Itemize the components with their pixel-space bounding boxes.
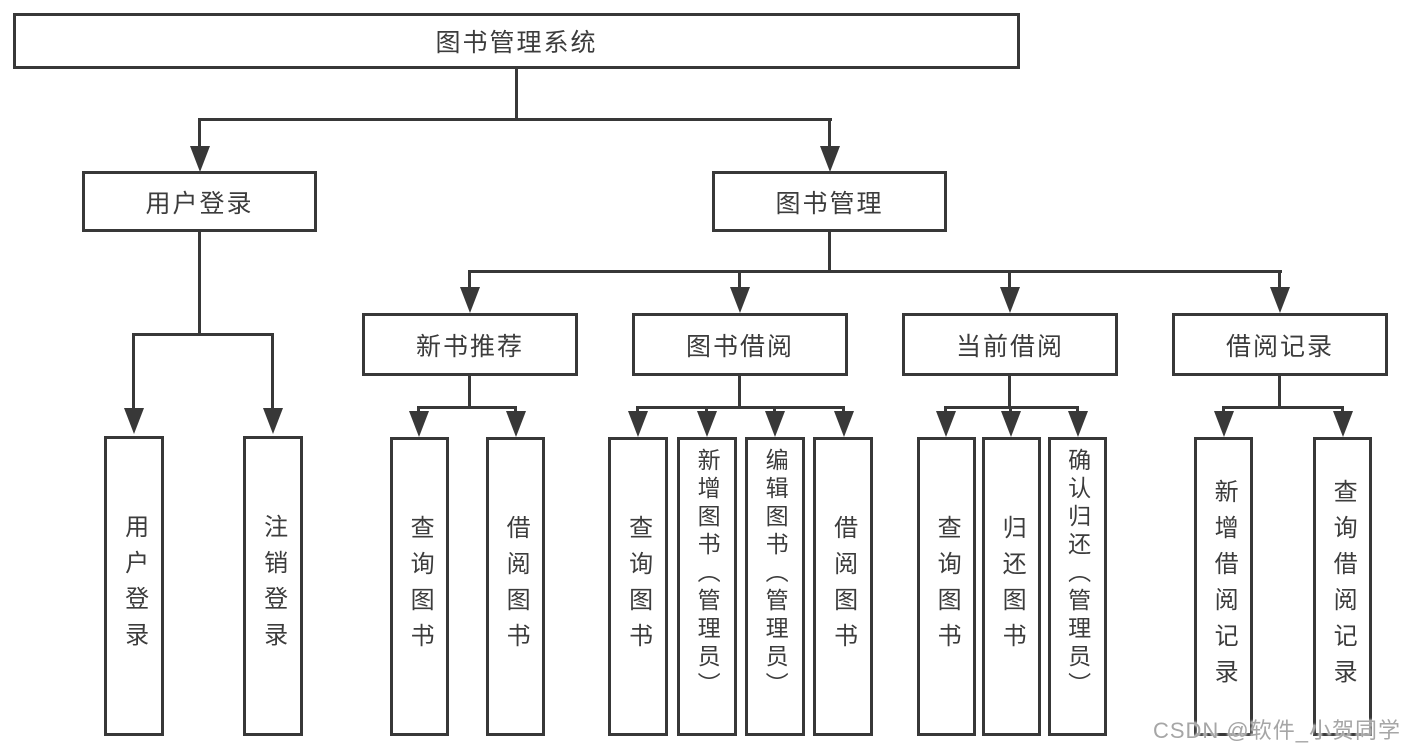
connector-groupD-stem [1278,376,1281,408]
connector-level3-rail [468,270,1282,273]
connector-groupB-drop3 [773,406,776,414]
connector-groupA-drop2 [514,406,517,414]
connector-leaf-logout-drop [271,333,274,410]
connector-level2-rail [198,118,832,121]
leaf-logout: 注销登录 [243,436,303,736]
leaf-return-books: 归还图书 [982,437,1041,736]
leaf-borrow-books-b-label: 借阅图书 [829,514,857,659]
leaf-query-books-a-label: 查询图书 [406,514,434,659]
arrow-down-c3 [1068,411,1088,437]
arrow-down-b2 [697,411,717,437]
connector-groupD-rail [1222,406,1344,409]
leaf-confirm-return-admin-label: 确认归还（管理员） [1064,448,1091,700]
leaf-user-login: 用户登录 [104,436,164,736]
leaf-logout-label: 注销登录 [259,514,287,658]
leaf-query-borrow-record: 查询借阅记录 [1313,437,1372,736]
arrow-down-b1 [628,411,648,437]
csdn-watermark: CSDN @软件_小贺同学 [1152,718,1401,743]
node-new-book-recommendation: 新书推荐 [362,313,578,376]
leaf-add-books-admin-label: 新增图书（管理员） [694,448,721,700]
arrow-down-a1 [409,411,429,437]
node-book-management: 图书管理 [712,171,947,232]
arrow-down-borrow-records [1270,287,1290,313]
node-current-borrowing: 当前借阅 [902,313,1118,376]
arrow-down-c2 [1001,411,1021,437]
leaf-add-borrow-record: 新增借阅记录 [1194,437,1253,736]
connector-new-book-drop [468,270,471,290]
connector-book-borrow-drop [738,270,741,290]
leaf-confirm-return-admin: 确认归还（管理员） [1048,437,1107,736]
arrow-down-new-book-rec [460,287,480,313]
connector-groupB-drop4 [842,406,845,414]
connector-groupC-drop2 [1009,406,1012,414]
connector-user-login-stem [198,232,201,335]
leaf-query-borrow-record-label: 查询借阅记录 [1329,478,1357,695]
connector-groupA-rail [417,406,517,409]
leaf-edit-books-admin-label: 编辑图书（管理员） [762,448,789,700]
leaf-return-books-label: 归还图书 [998,514,1026,659]
leaf-borrow-books-a: 借阅图书 [486,437,545,736]
connector-groupB-stem [738,376,741,408]
connector-groupD-drop2 [1341,406,1344,414]
connector-groupB-drop2 [705,406,708,414]
arrow-down-leaf-user-login [124,408,144,434]
leaf-borrow-books-b: 借阅图书 [813,437,873,736]
connector-groupD-drop1 [1222,406,1225,414]
leaf-borrow-books-a-label: 借阅图书 [502,514,530,659]
leaf-query-books-b: 查询图书 [608,437,668,736]
leaf-add-books-admin: 新增图书（管理员） [677,437,737,736]
connector-groupA-drop1 [417,406,420,414]
arrow-down-book-mgmt [820,146,840,172]
connector-user-login-drop [198,118,201,150]
connector-current-borrow-drop [1008,270,1011,290]
connector-root-stem [515,69,518,120]
connector-book-mgmt-drop [828,118,831,150]
arrow-down-current-borrow [1000,287,1020,313]
arrow-down-book-borrow [730,287,750,313]
arrow-down-a2 [506,411,526,437]
leaf-query-books-c: 查询图书 [917,437,976,736]
node-library-management-system: 图书管理系统 [13,13,1020,69]
arrow-down-leaf-logout [263,408,283,434]
connector-groupB-rail [636,406,845,409]
arrow-down-d1 [1214,411,1234,437]
connector-leaf-user-login-drop [132,333,135,410]
arrow-down-b4 [834,411,854,437]
connector-user-login-rail [132,333,274,336]
connector-borrow-records-drop [1278,270,1281,290]
leaf-user-login-label: 用户登录 [120,514,148,658]
node-user-login: 用户登录 [82,171,317,232]
connector-groupB-drop1 [636,406,639,414]
arrow-down-d2 [1333,411,1353,437]
arrow-down-b3 [765,411,785,437]
node-book-borrowing: 图书借阅 [632,313,848,376]
leaf-edit-books-admin: 编辑图书（管理员） [745,437,805,736]
connector-groupC-drop3 [1076,406,1079,414]
node-borrowing-records: 借阅记录 [1172,313,1388,376]
arrow-down-c1 [936,411,956,437]
connector-groupC-stem [1008,376,1011,408]
leaf-query-books-a: 查询图书 [390,437,449,736]
leaf-add-borrow-record-label: 新增借阅记录 [1210,478,1238,695]
connector-groupC-drop1 [944,406,947,414]
connector-book-mgmt-stem [828,232,831,272]
leaf-query-books-c-label: 查询图书 [933,514,961,659]
connector-groupA-stem [468,376,471,408]
leaf-query-books-b-label: 查询图书 [624,514,652,659]
arrow-down-user-login [190,146,210,172]
